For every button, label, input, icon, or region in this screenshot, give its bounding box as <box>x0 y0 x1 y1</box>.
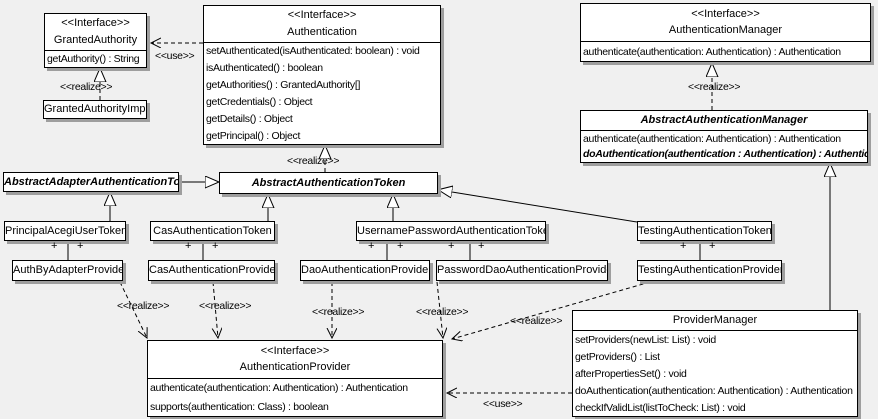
method-compartment: setAuthenticated(isAuthenticated: boolea… <box>204 42 440 144</box>
composition-plus: + <box>212 240 219 252</box>
class-name: DaoAuthenticationProvider <box>301 264 429 276</box>
method: authenticate(authentication: Authenticat… <box>583 45 841 58</box>
realize-edge-label: <<realize>> <box>510 315 563 327</box>
composition-plus: + <box>397 240 404 252</box>
method: getAuthority() : String <box>47 53 140 65</box>
class-abstract-adapter-authentication-token: AbstractAdapterAuthenticationToken <box>3 172 179 192</box>
stereotype-label: <<Interface>> <box>287 9 357 22</box>
class-name: PrincipalAcegiUserToken <box>5 224 125 237</box>
stereotype-label: <<Interface>> <box>61 17 130 30</box>
method: getAuthorities() : GrantedAuthority[] <box>206 79 361 92</box>
class-granted-authority-impl: GrantedAuthorityImpl <box>43 100 147 119</box>
class-header: <<Interface>> AuthenticationProvider <box>148 341 442 378</box>
method: getProviders() : List <box>575 350 660 363</box>
composition-plus: + <box>51 240 58 252</box>
class-testing-authentication-token: TestingAuthenticationToken <box>637 221 772 241</box>
class-name: AuthenticationProvider <box>239 361 351 374</box>
method: getCredentials() : Object <box>206 95 313 108</box>
class-testing-authentication-provider: TestingAuthenticationProvider <box>637 260 782 281</box>
realize-edge-label: <<realize>> <box>688 81 741 93</box>
class-name: ProviderManager <box>672 314 758 326</box>
class-name: GrantedAuthorityImpl <box>44 103 146 115</box>
class-name: AbstractAdapterAuthenticationToken <box>4 175 178 188</box>
method: setAuthenticated(isAuthenticated: boolea… <box>206 45 420 58</box>
composition-plus: + <box>680 240 687 252</box>
method-compartment: getAuthority() : String <box>45 50 146 67</box>
class-name: CasAuthenticationProvider <box>149 264 274 276</box>
class-name: PasswordDaoAuthenticationProvider <box>437 264 607 276</box>
method: supports(authentication: Class) : boolea… <box>150 400 329 413</box>
composition-plus: + <box>185 240 192 252</box>
realize-edge-label: <<realize>> <box>416 306 469 318</box>
class-name: UsernamePasswordAuthenticationToken <box>357 224 545 237</box>
composition-plus: + <box>368 240 375 252</box>
method: afterPropertiesSet() : void <box>575 367 687 380</box>
method: setProviders(newList: List) : void <box>575 333 716 346</box>
class-principal-acegi-user-token: PrincipalAcegiUserToken <box>4 221 126 241</box>
use-edge-label: <<use>> <box>155 50 195 62</box>
method: checkIfValidList(listToCheck: List) : vo… <box>575 401 746 414</box>
class-dao-authentication-provider: DaoAuthenticationProvider <box>300 260 430 281</box>
class-name: AbstractAuthenticationToken <box>251 176 406 189</box>
class-header: <<Interface>> AuthenticationManager <box>581 4 870 41</box>
realize-edge-label: <<realize>> <box>60 81 113 93</box>
association-edges <box>67 241 701 260</box>
method-compartment: authenticate(authentication: Authenticat… <box>581 41 870 61</box>
method: getDetails() : Object <box>206 112 293 125</box>
class-abstract-authentication-manager: AbstractAuthenticationManager authentica… <box>580 110 868 163</box>
class-header: ProviderManager <box>573 311 857 330</box>
realize-edge-label: <<realize>> <box>117 300 170 312</box>
class-name: GrantedAuthority <box>53 33 138 46</box>
class-abstract-authentication-token: AbstractAuthenticationToken <box>219 172 438 194</box>
method: isAuthenticated() : boolean <box>206 62 323 75</box>
composition-plus: + <box>77 240 84 252</box>
method: authenticate(authentication: Authenticat… <box>583 132 841 145</box>
class-header: AbstractAuthenticationManager <box>581 111 867 130</box>
class-header: <<Interface>> Authentication <box>204 6 440 42</box>
use-edge-label: <<use>> <box>483 398 523 410</box>
composition-plus: + <box>448 240 455 252</box>
realize-edge-label: <<realize>> <box>287 155 340 167</box>
generalization-edges <box>110 177 830 310</box>
class-authentication-provider: <<Interface>> AuthenticationProvider aut… <box>147 340 443 417</box>
composition-plus: + <box>709 240 716 252</box>
class-header: <<Interface>> GrantedAuthority <box>45 14 146 50</box>
realize-edge-label: <<realize>> <box>199 300 252 312</box>
class-provider-manager: ProviderManager setProviders(newList: Li… <box>572 310 858 417</box>
class-name: AuthenticationManager <box>668 24 783 37</box>
method-compartment: authenticate(authentication: Authenticat… <box>148 378 442 416</box>
realize-edge-label: <<realize>> <box>312 306 365 318</box>
class-authentication-manager: <<Interface>> AuthenticationManager auth… <box>580 3 871 62</box>
stereotype-label: <<Interface>> <box>691 7 760 20</box>
composition-plus: + <box>478 240 485 252</box>
dependency-edges <box>119 43 651 393</box>
class-granted-authority: <<Interface>> GrantedAuthority getAuthor… <box>44 13 147 68</box>
class-password-dao-authentication-provider: PasswordDaoAuthenticationProvider <box>436 260 608 281</box>
method: doAuthentication(authentication: Authent… <box>575 384 853 397</box>
method: authenticate(authentication: Authenticat… <box>150 382 408 395</box>
class-name: CasAuthenticationToken <box>153 224 272 237</box>
class-cas-authentication-provider: CasAuthenticationProvider <box>148 260 275 281</box>
class-auth-by-adapter-provider: AuthByAdapterProvider <box>12 260 123 281</box>
class-username-password-authentication-token: UsernamePasswordAuthenticationToken <box>356 221 546 241</box>
realize-edges <box>100 77 712 172</box>
class-name: AbstractAuthenticationManager <box>640 114 808 126</box>
method-compartment: authenticate(authentication: Authenticat… <box>581 130 867 162</box>
class-authentication: <<Interface>> Authentication setAuthenti… <box>203 5 441 145</box>
class-name: AuthByAdapterProvider <box>13 264 122 276</box>
class-name: TestingAuthenticationToken <box>638 224 771 237</box>
method: getPrincipal() : Object <box>206 129 301 142</box>
method-compartment: setProviders(newList: List) : void getPr… <box>573 330 857 416</box>
class-cas-authentication-token: CasAuthenticationToken <box>150 221 275 241</box>
class-name: TestingAuthenticationProvider <box>638 264 781 276</box>
stereotype-label: <<Interface>> <box>260 344 330 357</box>
class-name: Authentication <box>287 25 357 38</box>
method: doAuthentication(authentication : Authen… <box>583 148 867 161</box>
